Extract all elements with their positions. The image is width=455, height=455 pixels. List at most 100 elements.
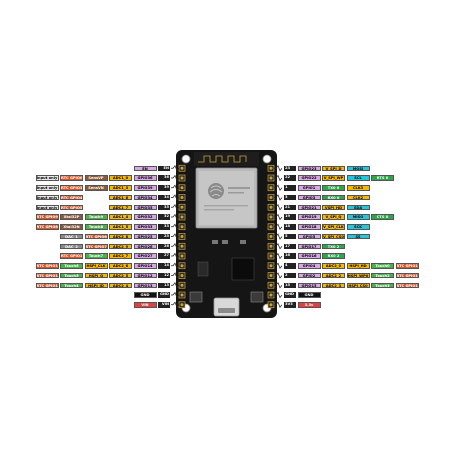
pin-label-gpio: GPIO5 (297, 233, 321, 240)
pin-label-dac: DAC_1 (60, 233, 83, 240)
pin-label-vin: VIN (133, 302, 157, 308)
pin-label-adc: ADC2_5 (109, 272, 132, 279)
pin-connector (274, 223, 283, 230)
pin-label-gpio: GPIO18 (297, 224, 321, 230)
pin-label-gpio: GPIO1 (297, 185, 321, 191)
pin-number: 3 (284, 194, 296, 201)
header-pad (180, 186, 184, 190)
pin-label-adc: ADC1_6 (109, 194, 132, 201)
pin-label-rtc: RTC GPIO14 (35, 282, 59, 288)
pin-number: 25 (158, 233, 170, 240)
pin-label-rtc: RTC GPIO9 (35, 214, 59, 220)
header-pad (180, 235, 184, 238)
pin-label-touch: Touch4 (60, 282, 83, 288)
pin-number: 3V3 (284, 302, 296, 308)
header-pad (180, 166, 184, 170)
pin-label-gpio: GPIO13 (133, 282, 157, 288)
pin-number: 36 (158, 175, 170, 181)
pin-label-flash: CLK3 (346, 185, 370, 191)
pin-label-adc: ADC2_7 (109, 253, 132, 259)
header-pad (180, 176, 184, 180)
pin-connector (274, 204, 283, 211)
pin-label-input-only: Input only (35, 175, 59, 181)
micro-usb-port (213, 297, 240, 317)
pin-label-gnd: GND (297, 292, 321, 298)
pin-number: 23 (284, 165, 296, 171)
pin-label-dac: DAC_2 (60, 243, 83, 249)
pin-number: 14 (158, 263, 170, 269)
pin-connector (274, 165, 283, 172)
pin-label-gpio: GPIO16 (297, 253, 321, 259)
pin-label-hspi: HSPI_WP0 (346, 272, 370, 279)
pin-number: 4 (284, 263, 296, 269)
pin-label-touch: Touch0 (371, 263, 394, 269)
header-pad (269, 205, 273, 209)
pin-label-hspi: HSPI_HD (346, 263, 370, 269)
pin-number: 33 (158, 224, 170, 230)
pin-label-touch: Touch3 (371, 282, 394, 288)
pin-label-adc: ADC1_7 (109, 204, 132, 210)
pin-label-gpio: GPIO2 (297, 272, 321, 279)
header-pad (269, 274, 273, 277)
pin-label-touch: Touch2 (371, 272, 394, 279)
header-pad (269, 215, 273, 219)
pin-connector (274, 194, 283, 201)
pin-connector (171, 165, 180, 172)
pin-label-i2c: MISO (346, 214, 370, 220)
smd-component (197, 261, 209, 277)
pin-label-uart: RX0 2 (322, 253, 345, 259)
pin-number: 27 (158, 253, 170, 259)
pin-label-gpio: GPIO36 (133, 175, 157, 181)
pin-number: VIN (158, 302, 170, 308)
pin-label-gpio: GPIO19 (297, 214, 321, 220)
pin-number: GND (158, 292, 170, 298)
pin-label-i2c: MOSI (346, 165, 370, 171)
header-pad (180, 293, 184, 297)
pin-label-rtc: RTC GPIO15 (35, 272, 59, 279)
pin-number: 35 (158, 204, 170, 210)
pin-label-rtc: RTC GPIO0 (60, 175, 83, 181)
pin-label-i2c: SCK (346, 224, 370, 230)
mounting-hole (181, 154, 191, 164)
pin-label-adc: ADC2_0 (322, 263, 345, 269)
header-pad (180, 215, 184, 219)
pin-number: EN (158, 165, 170, 171)
header-pad (269, 283, 273, 287)
pin-label-uart: CTS 0 (371, 214, 394, 220)
pin-connector (274, 174, 283, 182)
header-pad (269, 186, 273, 190)
pin-label-touch: Touch9 (84, 214, 108, 220)
module-label-line (228, 187, 250, 189)
pin-label-vspi: V_SPI_Q (322, 214, 345, 220)
pin-label-rtc: RTC GPIO6 (84, 233, 108, 240)
en-button (250, 291, 264, 303)
pin-label-flash: CLK2 (346, 194, 370, 201)
header-pad (180, 196, 184, 199)
pin-number: 19 (284, 214, 296, 220)
usb-opening (218, 308, 235, 313)
header-pad (269, 303, 273, 307)
pin-label-vspi: V_SPI_CS0 (322, 233, 345, 240)
pin-label-sensor: SensVP (84, 175, 108, 181)
pin-connector (171, 233, 180, 240)
pin-number: 22 (284, 175, 296, 181)
pin-label-rtc: RTC GPIO3 (60, 185, 83, 191)
pin-label-gpio: GPIO15 (297, 282, 321, 288)
pin-label-vspi: V_SPI_WP (322, 175, 345, 181)
pin-label-touch: Touch6 (60, 263, 83, 269)
pin-label-rtc: RTC GPIO4 (60, 194, 83, 201)
pin-label-gpio: GPIO3 (297, 194, 321, 201)
pin-connector (171, 291, 180, 299)
header-pad (269, 293, 273, 297)
pin-label-blank (85, 205, 108, 211)
pin-label-en: EN (133, 165, 157, 171)
smd-component (222, 240, 228, 244)
pin-label-gnd: GND (133, 292, 157, 298)
header-pad (269, 176, 273, 180)
pin-connector (171, 204, 180, 211)
pin-connector (274, 262, 283, 269)
header-pad (180, 244, 184, 248)
header-pad (180, 264, 184, 268)
pin-label-i2c: SS (346, 233, 370, 240)
